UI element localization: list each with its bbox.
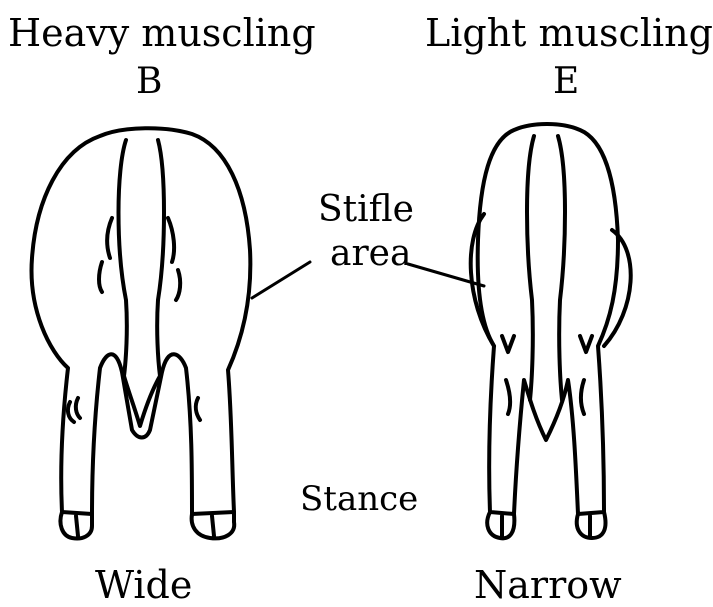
light-hock-mark-left: [506, 380, 510, 414]
light-muscle-mark-left: [502, 336, 514, 352]
light-muscled-steer-rear: [471, 124, 631, 538]
light-body-outline: [478, 124, 618, 514]
heavy-muscle-mark-right-1: [168, 218, 174, 262]
wide-stance-label: Wide: [95, 566, 192, 604]
light-thigh-left: [471, 214, 494, 346]
heavy-hoof-right-split: [212, 516, 214, 536]
heavy-hock-mark-right: [196, 398, 200, 420]
light-tail-right-edge: [558, 136, 565, 400]
light-muscle-mark-right: [580, 336, 592, 352]
light-muscling-title: Light muscling: [425, 14, 713, 52]
heavy-tail-right-edge: [157, 140, 164, 376]
heavy-hoof-left-split: [76, 516, 78, 536]
heavy-muscled-steer-rear: [32, 128, 251, 538]
stifle-area-label-line1: Stifle: [318, 192, 414, 228]
heavy-muscle-mark-right-2: [176, 270, 180, 300]
heavy-muscle-mark-left-2: [99, 262, 102, 292]
heavy-muscling-title: Heavy muscling: [8, 14, 316, 52]
stance-label: Stance: [300, 482, 418, 516]
stifle-area-label-line2: area: [330, 236, 411, 272]
heavy-tail-left-edge: [119, 140, 127, 376]
leader-line-heavy: [252, 262, 310, 298]
light-tail-left-edge: [527, 136, 534, 400]
heavy-muscle-mark-left-1: [107, 218, 112, 258]
heavy-muscling-grade: B: [136, 64, 162, 100]
heavy-hock-mark-left: [68, 398, 80, 422]
narrow-stance-label: Narrow: [474, 566, 622, 604]
heavy-body-outline: [32, 128, 251, 514]
light-hock-mark-right: [581, 380, 584, 414]
light-muscling-grade: E: [553, 64, 579, 100]
